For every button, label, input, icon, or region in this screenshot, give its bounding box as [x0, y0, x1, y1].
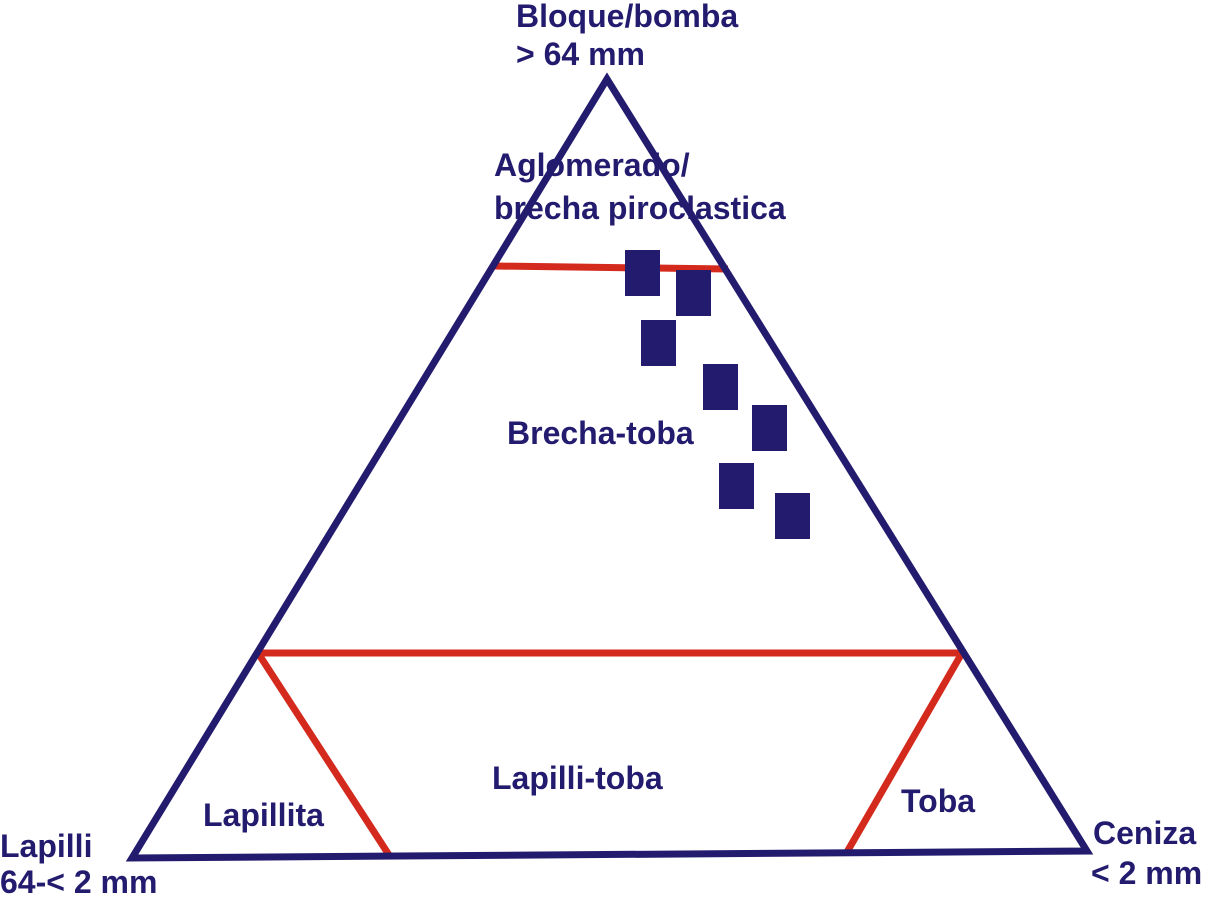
- data-point: [676, 270, 711, 316]
- field-lapilli-toba: Lapilli-toba: [492, 760, 663, 796]
- data-point: [641, 320, 676, 366]
- field-toba: Toba: [901, 783, 975, 819]
- vertex-top-label-line2: > 64 mm: [516, 36, 645, 72]
- boundary-lapillita: [255, 651, 392, 857]
- vertex-right-label-line2: < 2 mm: [1091, 855, 1202, 891]
- data-point: [625, 250, 660, 296]
- data-point: [703, 364, 738, 410]
- field-aglomerado-line2: brecha piroclastica: [494, 190, 786, 226]
- data-point: [719, 463, 754, 509]
- data-point: [752, 405, 787, 451]
- vertex-left-label-line1: Lapilli: [0, 828, 92, 864]
- vertex-top-label-line1: Bloque/bomba: [516, 0, 738, 34]
- vertex-left-label-line2: 64-< 2 mm: [0, 864, 157, 898]
- data-points: [625, 250, 810, 539]
- data-point: [775, 493, 810, 539]
- triangle-outline: [125, 72, 1094, 862]
- field-lapillita: Lapillita: [203, 797, 324, 833]
- field-aglomerado-line1: Aglomerado/: [494, 147, 690, 183]
- field-brecha-toba: Brecha-toba: [507, 415, 694, 451]
- boundary-toba: [843, 651, 966, 854]
- vertex-right-label-line1: Ceniza: [1093, 815, 1196, 851]
- boundary-upper: [493, 262, 729, 273]
